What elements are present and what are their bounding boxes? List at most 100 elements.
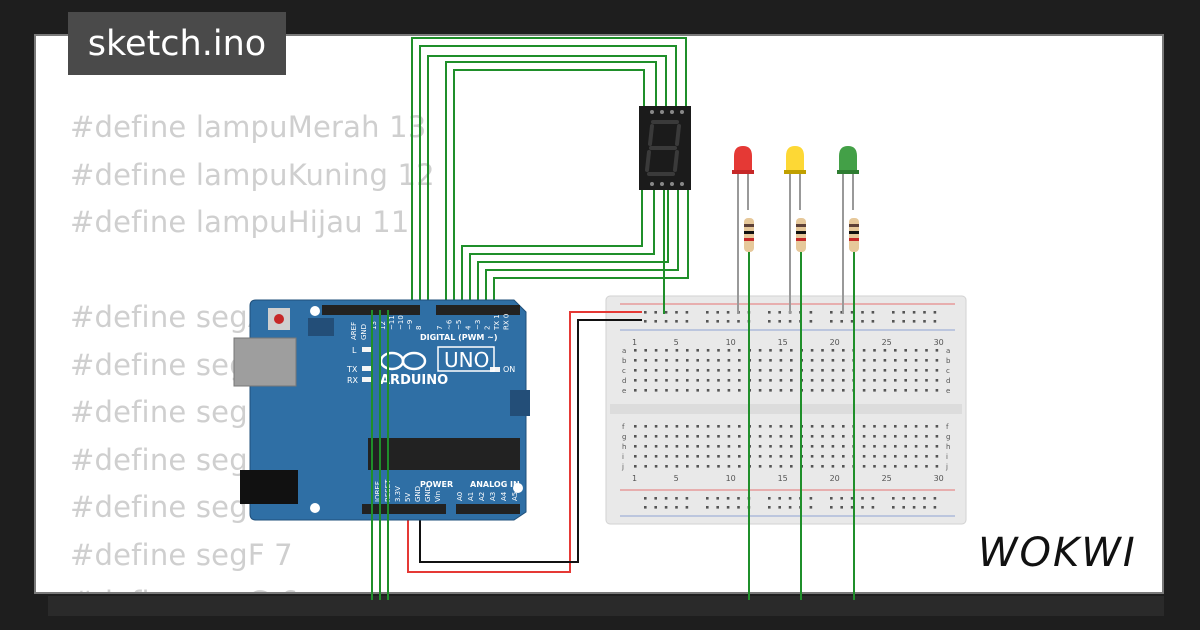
breadboard-hole[interactable] <box>727 369 731 372</box>
breadboard-hole[interactable] <box>933 497 937 500</box>
breadboard-hole[interactable] <box>758 359 762 362</box>
breadboard-hole[interactable] <box>914 389 918 392</box>
breadboard-hole[interactable] <box>758 425 762 428</box>
breadboard-hole[interactable] <box>894 369 897 372</box>
breadboard-hole[interactable] <box>738 389 741 392</box>
breadboard-hole[interactable] <box>779 435 783 438</box>
breadboard-hole[interactable] <box>925 359 928 362</box>
breadboard-hole[interactable] <box>821 389 824 392</box>
breadboard-hole[interactable] <box>883 465 887 468</box>
breadboard-hole[interactable] <box>737 506 740 509</box>
breadboard-hole[interactable] <box>758 465 762 468</box>
breadboard-hole[interactable] <box>902 497 905 500</box>
breadboard-hole[interactable] <box>654 389 658 392</box>
breadboard-hole[interactable] <box>933 506 937 509</box>
breadboard-hole[interactable] <box>862 455 866 458</box>
breadboard-hole[interactable] <box>675 435 679 438</box>
breadboard-hole[interactable] <box>862 349 866 352</box>
breadboard-hole[interactable] <box>904 379 907 382</box>
breadboard-hole[interactable] <box>644 359 647 362</box>
breadboard-hole[interactable] <box>912 320 916 323</box>
breadboard-hole[interactable] <box>644 445 647 448</box>
file-title-badge[interactable]: sketch.ino <box>68 12 286 75</box>
arduino-uno-board[interactable]: UNO ARDUINO DIGITAL (PWM ~) ANALOG IN PO… <box>233 299 530 521</box>
breadboard-hole[interactable] <box>778 320 781 323</box>
breadboard-hole[interactable] <box>894 425 897 428</box>
breadboard-hole[interactable] <box>644 369 647 372</box>
breadboard-hole[interactable] <box>696 369 699 372</box>
breadboard-hole[interactable] <box>685 311 689 314</box>
breadboard-hole[interactable] <box>665 349 668 352</box>
breadboard-hole[interactable] <box>892 497 895 500</box>
breadboard-hole[interactable] <box>850 506 854 509</box>
breadboard-hole[interactable] <box>717 379 720 382</box>
breadboard-hole[interactable] <box>935 455 939 458</box>
breadboard-hole[interactable] <box>862 445 866 448</box>
breadboard-hole[interactable] <box>696 425 699 428</box>
breadboard-hole[interactable] <box>727 425 731 428</box>
breadboard-hole[interactable] <box>664 311 668 314</box>
breadboard-hole[interactable] <box>923 320 926 323</box>
breadboard-hole[interactable] <box>840 506 843 509</box>
breadboard-hole[interactable] <box>706 445 710 448</box>
breadboard-hole[interactable] <box>738 369 741 372</box>
breadboard-hole[interactable] <box>634 465 637 468</box>
breadboard-hole[interactable] <box>935 359 939 362</box>
breadboard-hole[interactable] <box>810 349 814 352</box>
breadboard-hole[interactable] <box>923 497 926 500</box>
breadboard-hole[interactable] <box>634 349 637 352</box>
breadboard-hole[interactable] <box>778 311 781 314</box>
breadboard-hole[interactable] <box>696 445 699 448</box>
led-green[interactable] <box>837 146 859 600</box>
breadboard-hole[interactable] <box>873 349 876 352</box>
breadboard-hole[interactable] <box>809 506 813 509</box>
breadboard-hole[interactable] <box>790 425 793 428</box>
breadboard-hole[interactable] <box>758 389 762 392</box>
breadboard-hole[interactable] <box>861 497 864 500</box>
breadboard-hole[interactable] <box>914 425 918 428</box>
breadboard-hole[interactable] <box>706 465 710 468</box>
breadboard-hole[interactable] <box>758 435 762 438</box>
breadboard-hole[interactable] <box>810 435 814 438</box>
breadboard-hole[interactable] <box>665 389 668 392</box>
breadboard-hole[interactable] <box>873 379 876 382</box>
breadboard-hole[interactable] <box>862 359 866 362</box>
breadboard-hole[interactable] <box>821 369 824 372</box>
breadboard-hole[interactable] <box>925 369 928 372</box>
breadboard-hole[interactable] <box>686 435 689 438</box>
breadboard-hole[interactable] <box>737 497 740 500</box>
breadboard-hole[interactable] <box>790 445 793 448</box>
breadboard-hole[interactable] <box>665 369 668 372</box>
breadboard-hole[interactable] <box>842 425 845 428</box>
breadboard-hole[interactable] <box>758 379 762 382</box>
breadboard-hole[interactable] <box>790 455 793 458</box>
breadboard-hole[interactable] <box>706 455 710 458</box>
breadboard-hole[interactable] <box>925 389 928 392</box>
breadboard-hole[interactable] <box>675 359 679 362</box>
breadboard-hole[interactable] <box>904 445 907 448</box>
breadboard-hole[interactable] <box>686 369 689 372</box>
breadboard-hole[interactable] <box>665 455 668 458</box>
breadboard-hole[interactable] <box>904 389 907 392</box>
breadboard-hole[interactable] <box>738 435 741 438</box>
breadboard-hole[interactable] <box>871 497 875 500</box>
breadboard-hole[interactable] <box>883 389 887 392</box>
breadboard-hole[interactable] <box>654 379 658 382</box>
breadboard-hole[interactable] <box>686 389 689 392</box>
breadboard-hole[interactable] <box>830 497 833 500</box>
breadboard-hole[interactable] <box>904 369 907 372</box>
breadboard-hole[interactable] <box>768 497 771 500</box>
breadboard-hole[interactable] <box>654 311 657 314</box>
breadboard-hole[interactable] <box>862 379 866 382</box>
breadboard-hole[interactable] <box>634 369 637 372</box>
breadboard-hole[interactable] <box>654 506 657 509</box>
breadboard-hole[interactable] <box>664 497 668 500</box>
breadboard-hole[interactable] <box>821 425 824 428</box>
traffic-leds[interactable] <box>732 146 859 600</box>
breadboard-hole[interactable] <box>821 455 824 458</box>
lamp-wires[interactable] <box>371 310 389 600</box>
breadboard-hole[interactable] <box>842 379 845 382</box>
breadboard-hole[interactable] <box>894 359 897 362</box>
breadboard-hole[interactable] <box>810 369 814 372</box>
breadboard-hole[interactable] <box>873 359 876 362</box>
